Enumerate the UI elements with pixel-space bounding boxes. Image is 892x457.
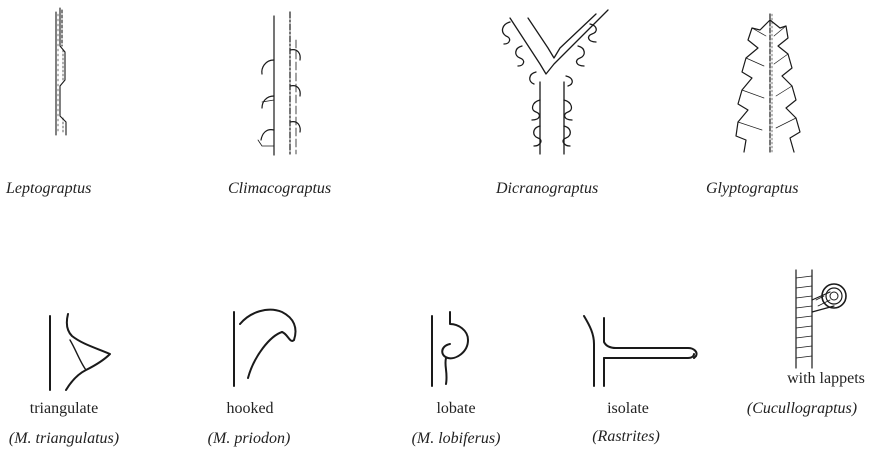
theca-species-with-lappets: (Cucullograptus)	[732, 400, 872, 418]
theca-type-with-lappets: with lappets	[770, 370, 882, 388]
